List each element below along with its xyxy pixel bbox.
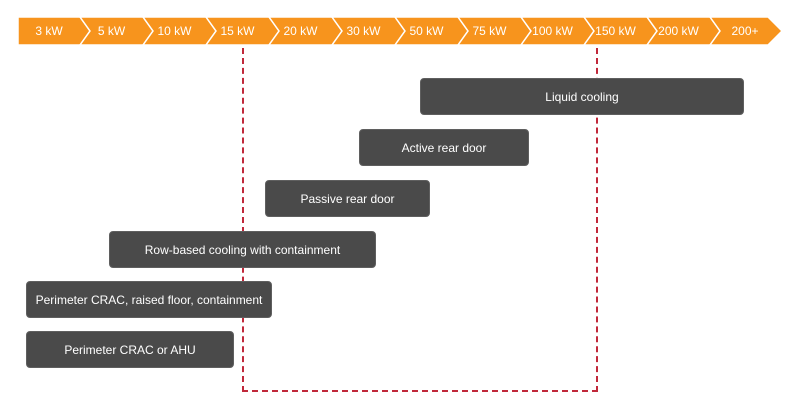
scale-step-20kw: 20 kW	[283, 24, 318, 38]
scale-step-200plus: 200+	[731, 24, 759, 38]
perimeter-crac-raised-floor-bar: Perimeter CRAC, raised floor, containmen…	[26, 281, 272, 318]
scale-step-50kw: 50 kW	[409, 24, 444, 38]
scale-chevron-segment	[708, 16, 784, 46]
scale-step-10kw: 10 kW	[157, 24, 192, 38]
scale-step-200kw: 200 kW	[658, 24, 699, 38]
liquid-cooling-bar: Liquid cooling	[420, 78, 744, 115]
perimeter-crac-ahu-bar: Perimeter CRAC or AHU	[26, 331, 234, 368]
target-density-region	[242, 48, 598, 392]
scale-step-150kw: 150 kW	[595, 24, 636, 38]
scale-step-15kw: 15 kW	[220, 24, 255, 38]
power-scale-arrows	[17, 16, 784, 46]
scale-step-100kw: 100 kW	[532, 24, 573, 38]
passive-rear-door-bar: Passive rear door	[265, 180, 430, 217]
active-rear-door-bar: Active rear door	[359, 129, 529, 166]
scale-step-3kw: 3 kW	[35, 24, 63, 38]
row-based-cooling-bar: Row-based cooling with containment	[109, 231, 376, 268]
scale-step-5kw: 5 kW	[97, 24, 126, 38]
scale-step-30kw: 30 kW	[346, 24, 381, 38]
scale-step-75kw: 75 kW	[472, 24, 507, 38]
